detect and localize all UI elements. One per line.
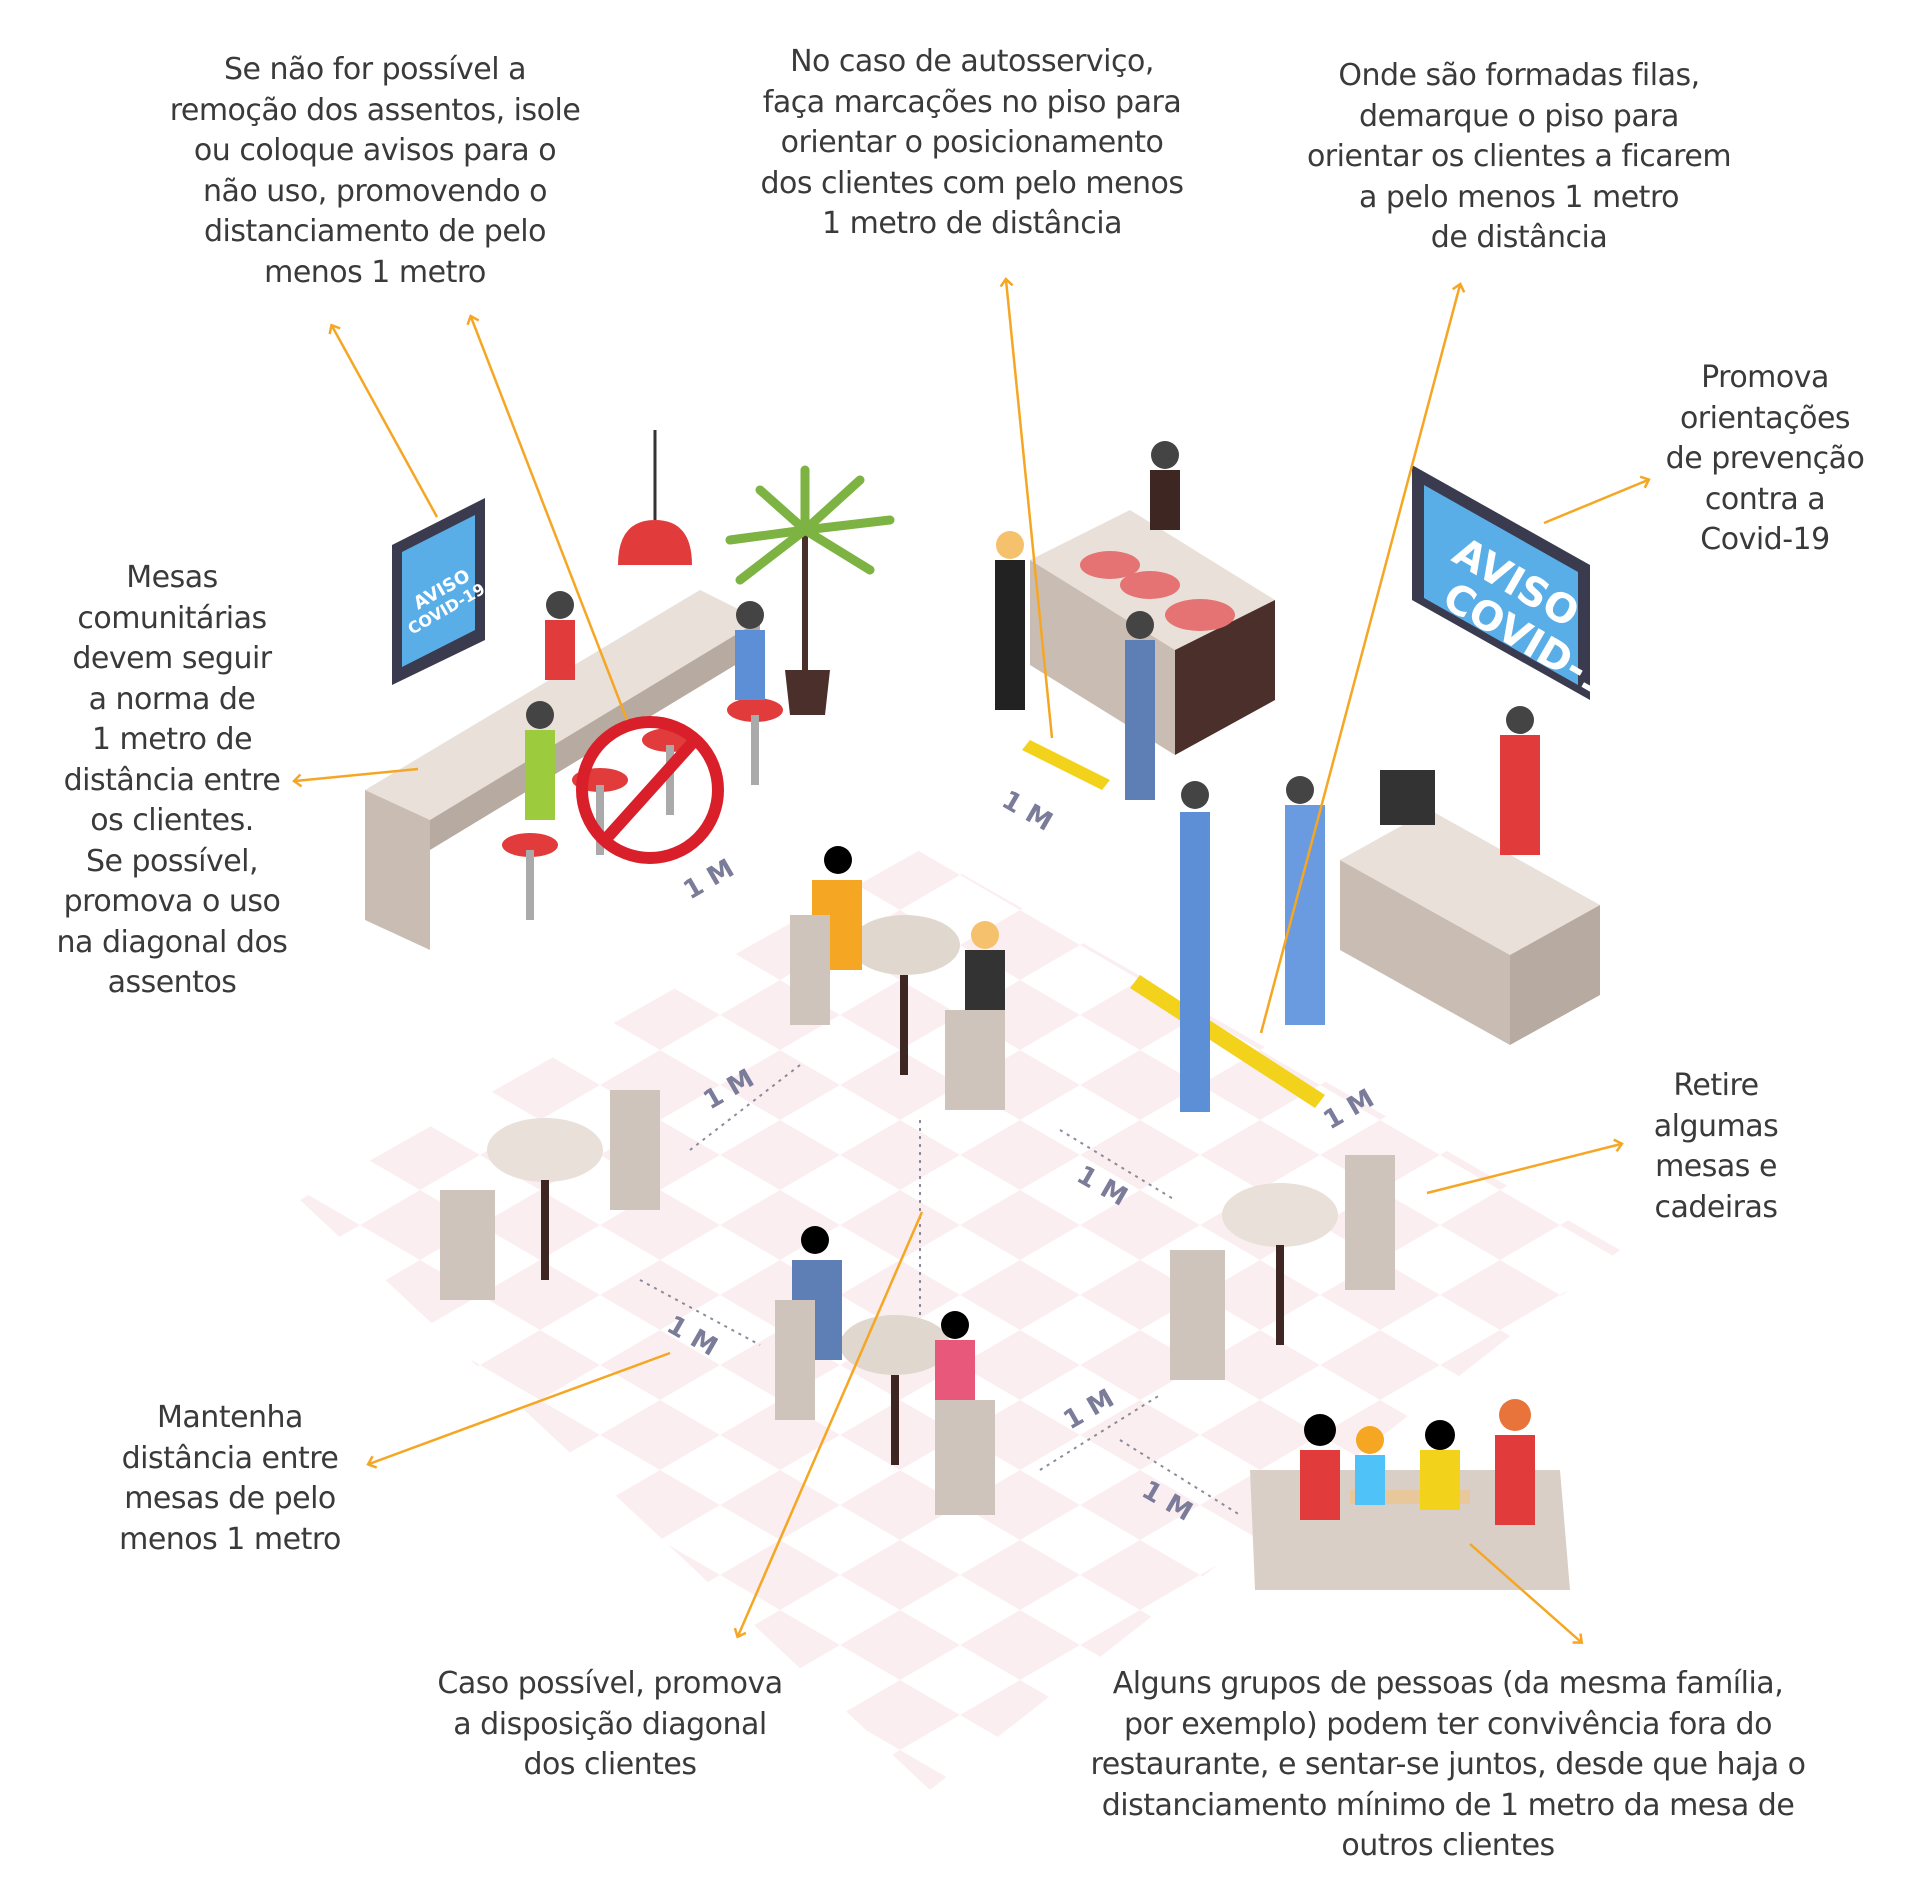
no-sitting-sign-icon — [576, 716, 724, 864]
arrow-prevention — [1543, 475, 1651, 525]
note-self-service: No caso de autosserviço, faça marcações … — [760, 44, 1184, 241]
dining-tables — [440, 846, 1570, 1590]
distance-label: 1 M — [679, 854, 740, 906]
floor-marker-queue — [1130, 975, 1325, 1108]
covid-notice-screen-large: AVISO COVID-19 — [1412, 465, 1644, 721]
note-queues: Onde são formadas filas, demarque o piso… — [1306, 58, 1732, 255]
note-communal-tables: Mesas comunitárias devem seguir a norma … — [56, 560, 288, 1000]
pendant-lamp — [618, 430, 692, 565]
covid-notice-screen-small: AVISO COVID-19 — [392, 498, 488, 685]
note-remove-tables: Retire algumas mesas e cadeiras — [1653, 1068, 1779, 1225]
note-diagonal: Caso possível, promova a disposição diag… — [437, 1666, 783, 1782]
note-groups: Alguns grupos de pessoas (da mesma famíl… — [1090, 1666, 1806, 1863]
table-right-empty — [1170, 1155, 1395, 1380]
potted-plant — [725, 465, 895, 715]
people — [525, 441, 1540, 1112]
communal-counter — [365, 590, 760, 950]
arrow-seats-screen — [328, 323, 439, 518]
arrow-groups — [1469, 1543, 1584, 1644]
distance-label: 1 M — [997, 785, 1058, 837]
arrow-table-distance — [366, 1351, 671, 1469]
note-seats: Se não for possível a remoção dos assent… — [169, 52, 581, 290]
table-bottom-occupied — [775, 1226, 995, 1515]
floor-marker-buffet — [1022, 740, 1110, 790]
arrow-seats-sign — [466, 314, 629, 721]
cashier-counter — [1340, 770, 1600, 1045]
note-prevention: Promova orientações de prevenção contra … — [1665, 360, 1865, 557]
arrow-communal — [292, 767, 419, 788]
arrow-self-service — [999, 277, 1054, 739]
table-center-occupied — [790, 846, 1005, 1110]
callout-arrows — [292, 277, 1651, 1644]
note-table-distance: Mantenha distância entre mesas de pelo m… — [119, 1400, 341, 1557]
arrow-remove-tables — [1426, 1138, 1624, 1195]
distance-lines — [639, 1064, 1241, 1516]
arrow-diagonal — [733, 1211, 924, 1639]
arrow-queues — [1259, 282, 1466, 1034]
table-left-empty — [440, 1090, 660, 1300]
